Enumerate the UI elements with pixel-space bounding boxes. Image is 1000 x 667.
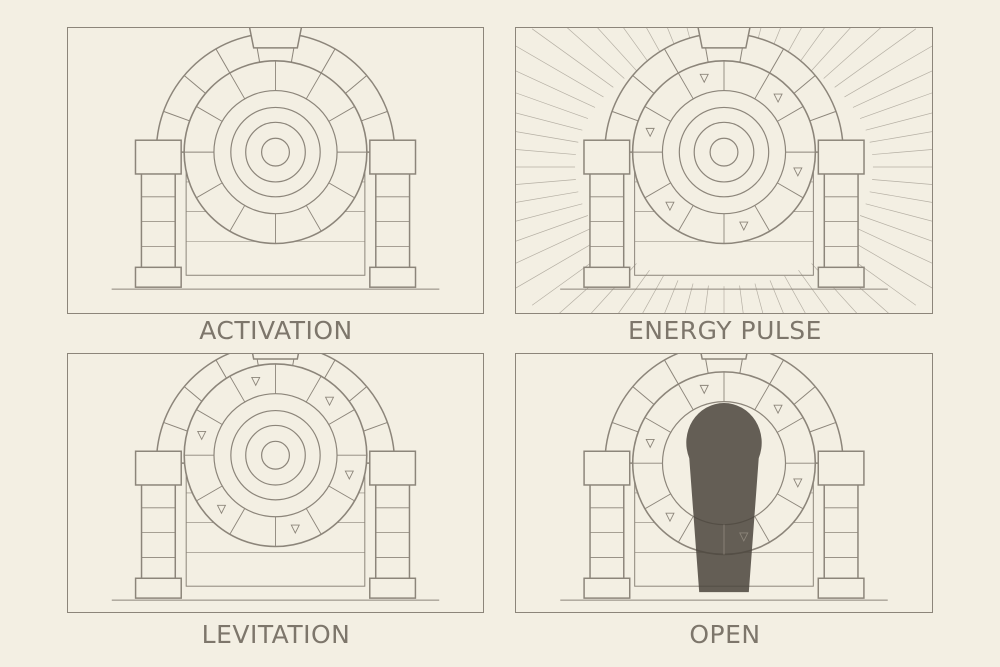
pillar-capital xyxy=(817,450,865,486)
gateway-drawing xyxy=(560,354,888,601)
energy-ray xyxy=(597,28,637,71)
energy-ray xyxy=(623,28,650,65)
pillar-capital xyxy=(369,450,417,486)
pillar-capital xyxy=(369,139,417,175)
energy-ray xyxy=(667,28,679,54)
energy-ray xyxy=(516,92,589,119)
energy-ray xyxy=(754,28,762,51)
pillar-base xyxy=(817,577,865,599)
rune-triangle xyxy=(739,221,749,231)
energy-ray xyxy=(784,28,802,59)
energy-ray xyxy=(516,149,576,155)
energy-ray xyxy=(646,28,664,59)
gateway-drawing xyxy=(111,28,440,290)
energy-ray xyxy=(769,280,784,313)
pillar-base xyxy=(134,266,182,288)
panel-label: ENERGY PULSE xyxy=(628,316,822,345)
energy-ray xyxy=(811,28,851,71)
energy-ray xyxy=(516,236,604,289)
energy-ray xyxy=(684,283,694,313)
gateway-drawing xyxy=(516,28,932,313)
energy-ray xyxy=(567,28,625,79)
pillar-capital xyxy=(817,139,865,175)
gateway-drawing xyxy=(111,354,440,601)
rune-triangle xyxy=(344,470,354,480)
rune-triangle xyxy=(773,404,783,415)
energy-ray xyxy=(516,203,583,222)
energy-ray xyxy=(852,226,932,264)
energy-ray xyxy=(704,285,709,313)
energy-ray xyxy=(686,28,694,51)
pillar-base xyxy=(817,266,865,288)
rune-triangle xyxy=(216,504,227,515)
pillar-capital xyxy=(583,139,631,175)
keystone xyxy=(251,354,300,360)
energy-ray xyxy=(859,92,932,119)
rune-triangle xyxy=(645,438,655,449)
rune-triangle xyxy=(793,478,803,488)
energy-ray xyxy=(664,280,679,313)
pillar-base xyxy=(134,577,182,599)
energy-ray xyxy=(823,28,881,79)
panel-open xyxy=(515,353,933,613)
energy-ray xyxy=(869,131,932,143)
panel-energy-pulse xyxy=(515,27,933,314)
energy-ray xyxy=(798,28,825,65)
pillar-base xyxy=(583,266,631,288)
pillar-base xyxy=(369,577,417,599)
rune-triangle xyxy=(665,512,675,523)
energy-ray xyxy=(865,203,932,222)
energy-ray xyxy=(869,191,932,203)
pillar-base xyxy=(583,577,631,599)
panel-label: LEVITATION xyxy=(201,620,351,649)
panel-label: ACTIVATION xyxy=(199,316,353,345)
energy-ray xyxy=(516,226,596,264)
opening-hole xyxy=(686,403,762,593)
energy-ray xyxy=(859,215,932,242)
rune-triangle xyxy=(290,524,300,534)
energy-ray xyxy=(516,191,579,203)
rune-triangle xyxy=(739,532,749,542)
panel-activation xyxy=(67,27,484,314)
pillar-base xyxy=(369,266,417,288)
energy-ray xyxy=(739,285,744,313)
energy-ray xyxy=(769,28,781,54)
energy-ray xyxy=(618,270,650,313)
energy-ray xyxy=(516,45,604,98)
energy-ray xyxy=(872,179,932,185)
rune-triangle xyxy=(699,384,709,395)
energy-ray xyxy=(872,149,932,155)
energy-ray xyxy=(516,215,589,242)
rune-triangle xyxy=(197,431,207,441)
pillar-capital xyxy=(134,139,182,175)
rune-triangle xyxy=(773,93,783,104)
energy-ray xyxy=(834,28,917,88)
panel-levitation xyxy=(67,353,484,613)
energy-ray xyxy=(516,112,583,131)
energy-ray xyxy=(865,112,932,131)
keystone xyxy=(697,28,751,49)
pillar-capital xyxy=(583,450,631,486)
rune-triangle xyxy=(699,73,709,84)
rune-triangle xyxy=(324,396,335,407)
energy-ray xyxy=(844,236,932,289)
rune-triangle xyxy=(645,127,655,138)
rune-triangle xyxy=(665,201,675,212)
pillar-capital xyxy=(134,450,182,486)
energy-ray xyxy=(516,70,596,108)
energy-ray xyxy=(852,70,932,108)
energy-ray xyxy=(754,283,764,313)
keystone xyxy=(700,354,748,360)
rune-triangle xyxy=(251,376,261,387)
keystone xyxy=(248,28,303,49)
energy-ray xyxy=(844,45,932,98)
panel-label: OPEN xyxy=(689,620,761,649)
rune-triangle xyxy=(793,167,803,177)
energy-ray xyxy=(798,270,830,313)
energy-ray xyxy=(531,28,614,88)
energy-ray xyxy=(516,179,576,185)
energy-ray xyxy=(516,131,579,143)
